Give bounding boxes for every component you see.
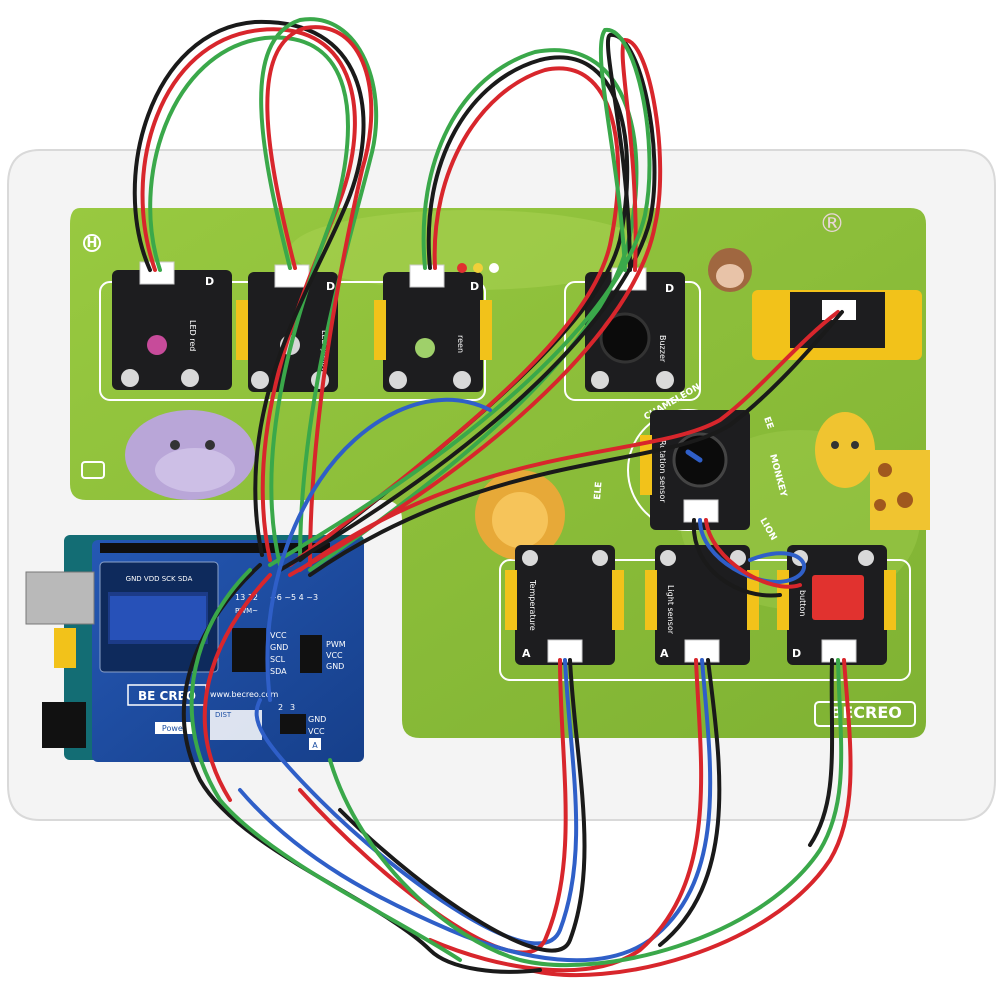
module-label: Temperature [528,579,537,631]
pin3-label: 3 [290,703,295,712]
usb-port [25,571,95,625]
module-temperature: A Temperature [505,545,624,665]
module-led-green: D reen [374,263,499,392]
module-label: LED red [188,320,197,351]
pin-label: D [205,275,214,288]
pwm-right-label: PWM [326,640,346,649]
vcc-label: VCC [270,631,287,640]
vcc2-label: VCC [308,727,325,736]
monkey-illustration [708,248,752,292]
oled-pins: GND VDD SCK SDA [126,575,193,583]
label-elephant: ELE [593,481,605,500]
shield-brand: BE CREO [138,689,196,703]
oled-screen [110,596,206,640]
power-label: Power [162,724,187,733]
wires [132,17,853,978]
module-label: reen [456,335,465,353]
pin-label: D [326,280,335,293]
pin-label: D [470,280,479,293]
module-distance-sensor [752,290,922,360]
gnd-right-label: GND [326,662,344,671]
board-corner-mark: H [87,236,98,251]
power-jack [42,702,86,748]
arduino-shield: GND VDD SCK SDA 13 12 PWM~ ~6 ~5 4 ~3 VC… [25,535,364,762]
scl-label: SCL [270,655,286,664]
a-tag-label: A [312,741,318,750]
pin-label: D [665,282,674,295]
gnd-label: GND [270,643,288,652]
dist-label: DIST [215,711,232,719]
pin2-label: 2 [278,703,283,712]
giraffe-illustration [815,412,930,530]
registered-mark: ® [819,209,845,239]
pwm-label: PWM~ [235,607,258,615]
gnd2-label: GND [308,715,326,724]
module-label: button [798,590,807,616]
module-label: Light sensor [666,585,675,635]
module-led-red: D LED red [112,261,232,390]
module-button: D button [777,545,896,665]
sda-label: SDA [270,667,287,676]
pin-label: A [522,647,531,660]
digits-label: ~6 ~5 4 ~3 [270,593,318,602]
pwm-nums: 13 12 [235,593,258,602]
vcc-right-label: VCC [326,651,343,660]
shield-site: www.becreo.com [210,690,278,699]
module-light-sensor: A Light sensor [645,545,759,665]
label-ee: EE [761,416,775,431]
module-label: Buzzer [658,335,667,363]
pin-label: A [660,647,669,660]
pin-label: D [792,647,801,660]
module-rotation: Rotation sensor [640,410,750,530]
module-label: Rotation sensor [658,440,667,503]
